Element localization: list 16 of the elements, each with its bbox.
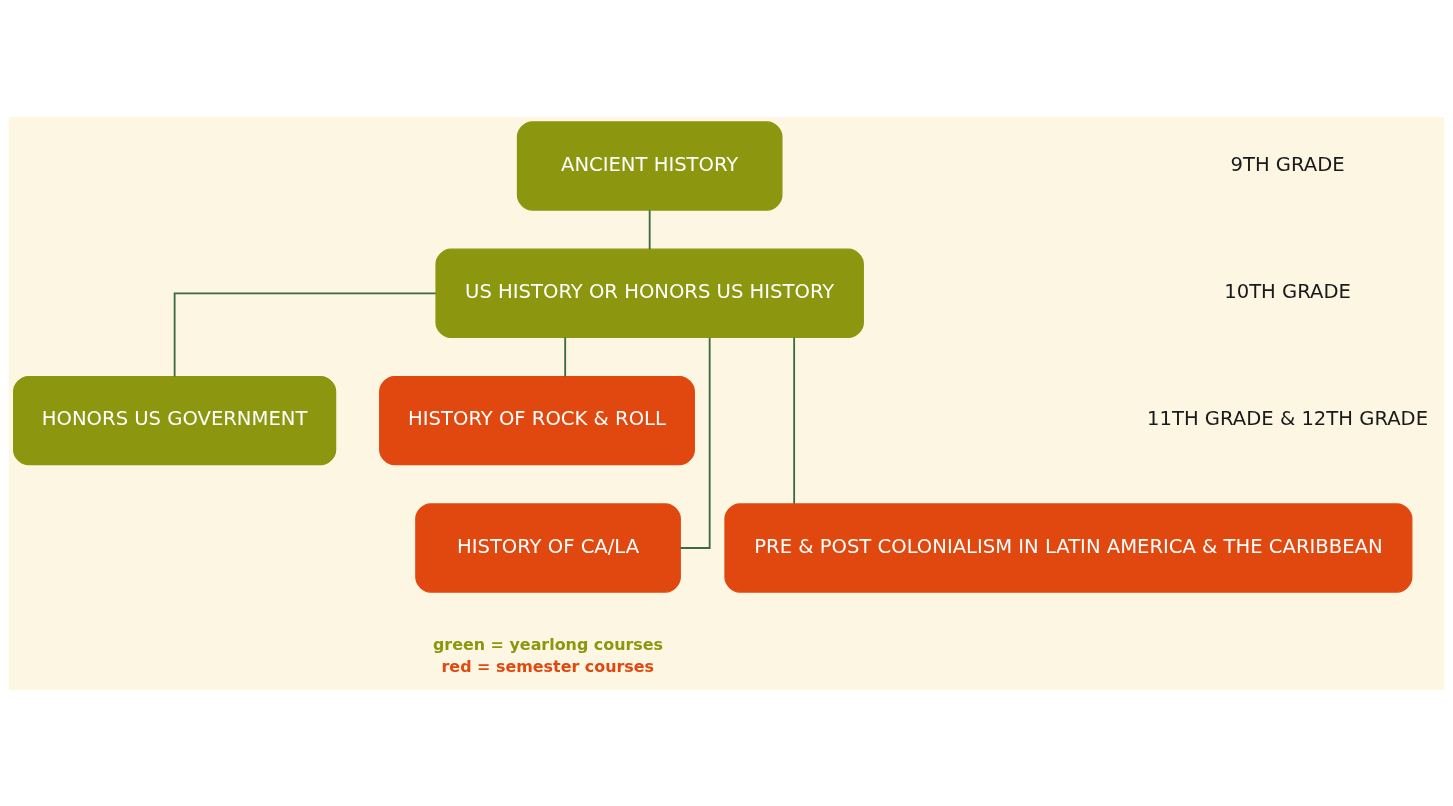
node-box: ANCIENT HISTORY (516, 120, 783, 211)
node-box: HISTORY OF ROCK & ROLL (379, 375, 695, 465)
node-box: US HISTORY OR HONORS US HISTORY (435, 248, 864, 338)
node-box: HONORS US GOVERNMENT (13, 375, 337, 465)
connector (793, 336, 796, 505)
connector (679, 336, 711, 549)
node-box: PRE & POST COLONIALISM IN LATIN AMERICA & THE CARIBBEAN (724, 502, 1413, 593)
label: 10TH GRADE (1224, 279, 1351, 303)
legend-label: green = yearlong courses (432, 634, 664, 654)
label: 9TH GRADE (1230, 152, 1345, 176)
connector (648, 208, 651, 250)
connector (564, 336, 567, 377)
node-box: HISTORY OF CA/LA (415, 502, 681, 593)
legend-label: red = semester courses (441, 656, 655, 676)
label: 11TH GRADE & 12TH GRADE (1147, 406, 1429, 430)
connector (173, 291, 437, 377)
